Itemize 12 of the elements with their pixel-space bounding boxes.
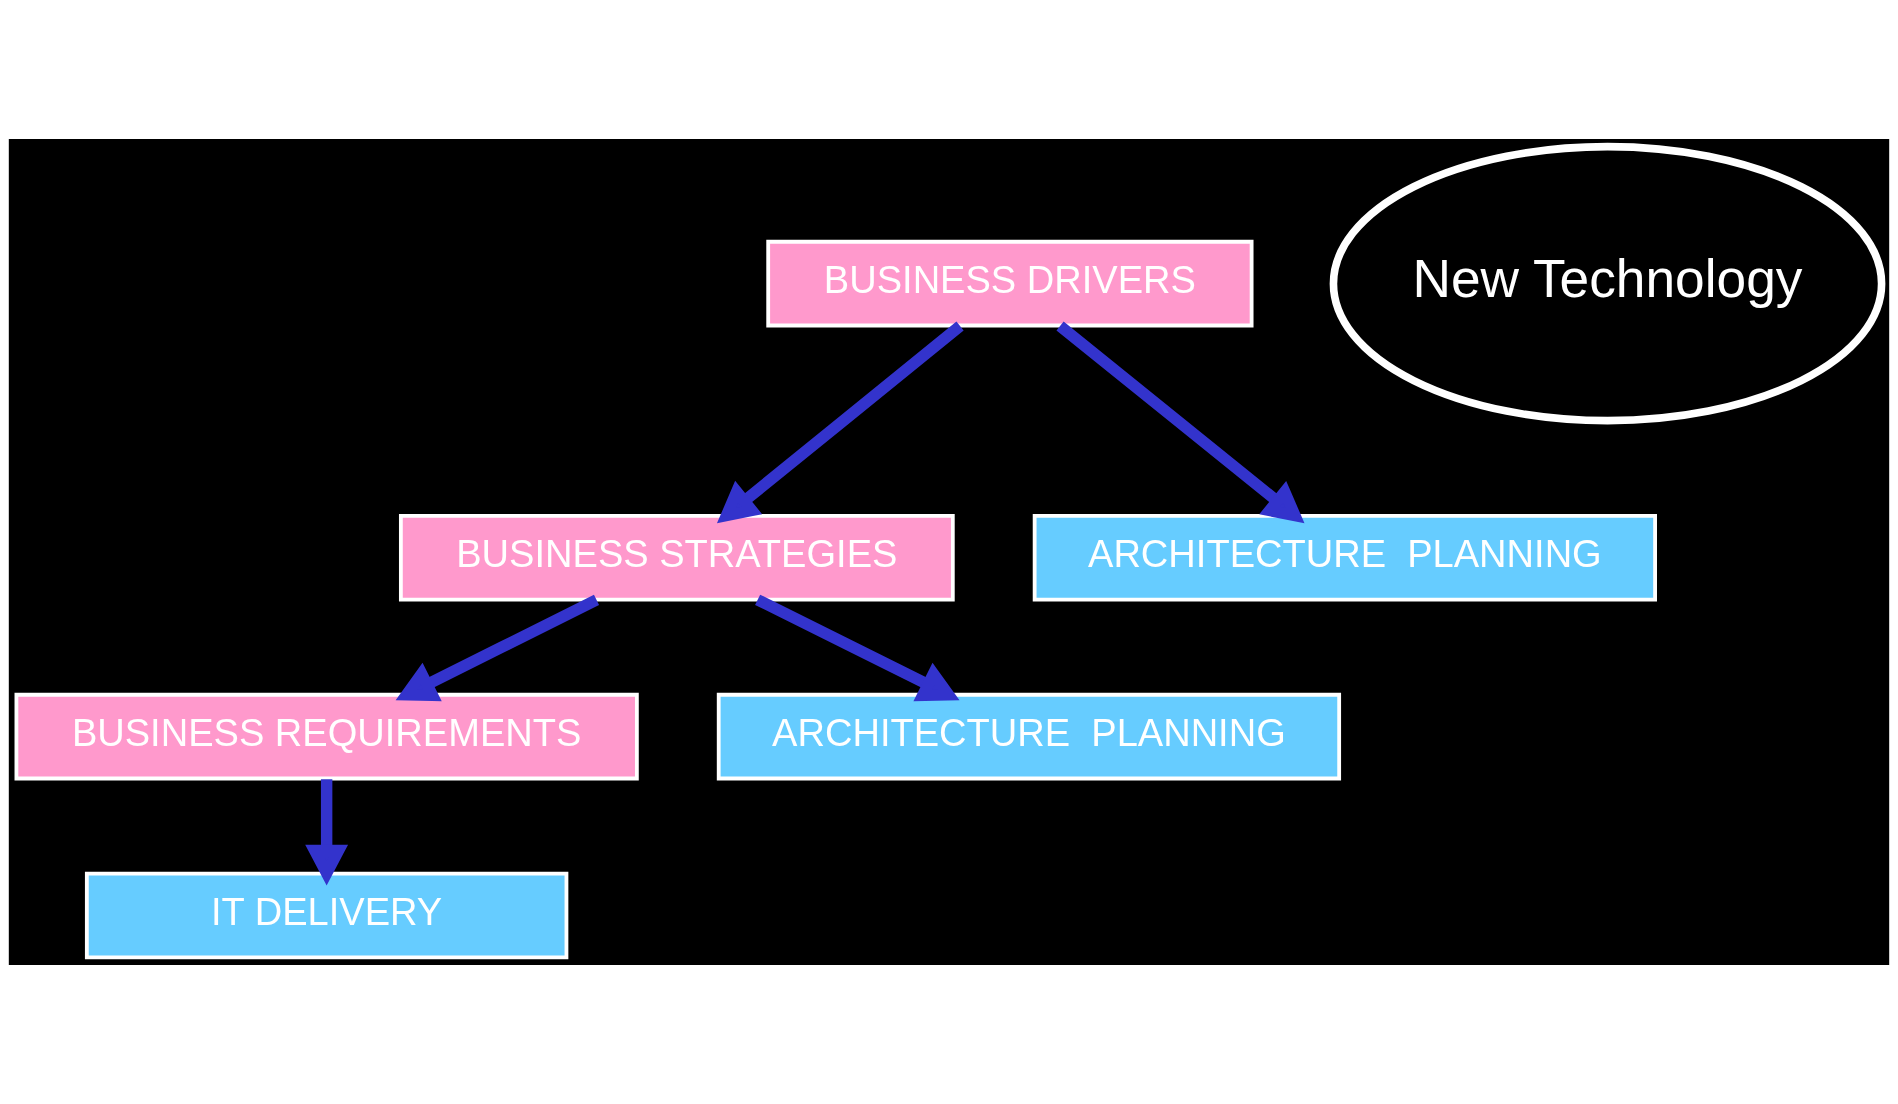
node-ellipse: New Technology — [1329, 142, 1886, 425]
arrow — [395, 594, 600, 702]
arrow — [305, 779, 349, 886]
node-box: ARCHITECTURE PLANNING — [1032, 513, 1657, 602]
node-box: BUSINESS STRATEGIES — [398, 513, 955, 602]
arrow — [1056, 321, 1305, 524]
node-box: BUSINESS DRIVERS — [766, 239, 1254, 328]
node-box: BUSINESS REQUIREMENTS — [14, 692, 639, 781]
arrow — [755, 594, 960, 702]
node-box: ARCHITECTURE PLANNING — [716, 692, 1342, 781]
node-box: IT DELIVERY — [84, 871, 569, 960]
arrow — [716, 321, 964, 524]
